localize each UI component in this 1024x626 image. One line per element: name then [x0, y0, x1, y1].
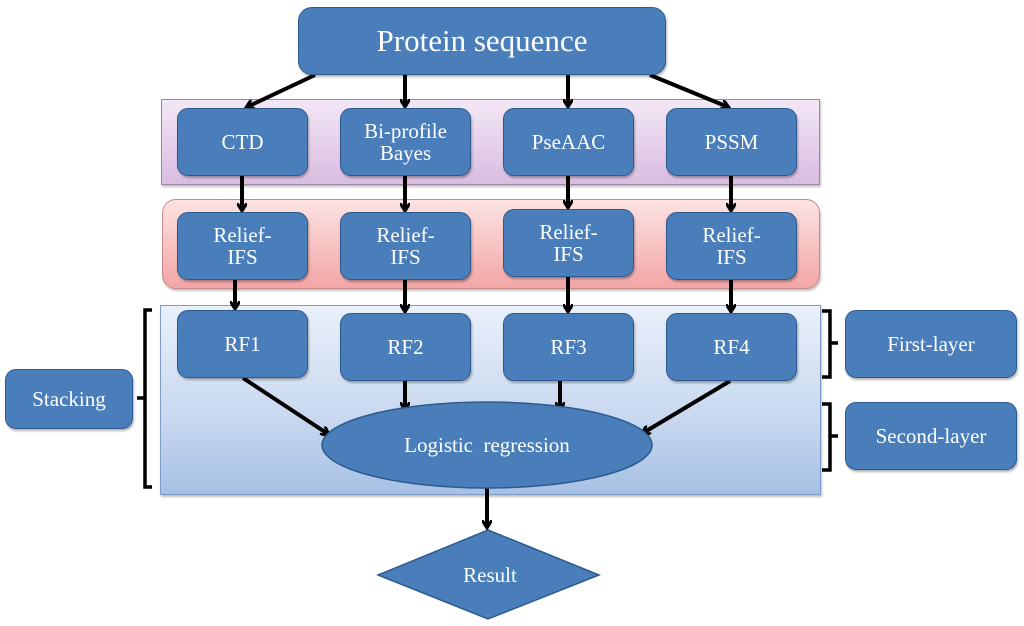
- rf2-node: RF2: [340, 313, 471, 381]
- pseaac-node: PseAAC: [503, 108, 634, 176]
- first-layer-annotation: First-layer: [845, 310, 1017, 378]
- first-layer-bracket: [822, 309, 838, 379]
- relief-ifs-label: Relief- IFS: [376, 222, 435, 269]
- rf3-label: RF3: [550, 334, 587, 359]
- arrow-rf4-to-lr: [643, 379, 732, 433]
- second-layer-annotation: Second-layer: [845, 402, 1017, 470]
- protein-sequence-label: Protein sequence: [376, 22, 588, 58]
- logistic-regression-node: Logistic regression: [321, 401, 653, 489]
- result-label: Result: [463, 563, 517, 587]
- logistic-regression-label: Logistic regression: [404, 433, 570, 457]
- ctd-label: CTD: [221, 129, 264, 154]
- relief-ifs-node-4: Relief- IFS: [666, 212, 797, 280]
- first-layer-label: First-layer: [887, 331, 975, 356]
- rf4-node: RF4: [666, 313, 797, 381]
- result-node: Result: [376, 529, 602, 620]
- arrow-protein-to-pssm: [649, 73, 728, 107]
- second-layer-bracket: [822, 402, 838, 472]
- stacking-annotation: Stacking: [5, 369, 133, 429]
- rf2-label: RF2: [387, 334, 424, 359]
- protein-sequence-node: Protein sequence: [298, 7, 666, 75]
- pssm-node: PSSM: [666, 108, 797, 176]
- relief-ifs-node-2: Relief- IFS: [340, 212, 471, 280]
- second-layer-label: Second-layer: [875, 423, 987, 448]
- rf1-node: RF1: [177, 310, 308, 378]
- relief-ifs-label: Relief- IFS: [539, 219, 598, 266]
- ctd-node: CTD: [177, 108, 308, 176]
- arrow-rf1-to-lr: [241, 376, 328, 434]
- bi-profile-bayes-label: Bi-profile Bayes: [364, 118, 447, 165]
- stacking-bracket: [137, 308, 152, 489]
- rf4-label: RF4: [713, 334, 750, 359]
- relief-ifs-label: Relief- IFS: [213, 222, 272, 269]
- rf3-node: RF3: [503, 313, 634, 381]
- bi-profile-bayes-node: Bi-profile Bayes: [340, 108, 471, 176]
- arrow-protein-to-ctd: [247, 73, 316, 107]
- stacking-label: Stacking: [32, 386, 106, 411]
- relief-ifs-node-3: Relief- IFS: [503, 209, 634, 277]
- relief-ifs-node-1: Relief- IFS: [177, 212, 308, 280]
- pseaac-label: PseAAC: [531, 129, 606, 154]
- rf1-label: RF1: [224, 331, 261, 356]
- relief-ifs-label: Relief- IFS: [702, 222, 761, 269]
- pssm-label: PSSM: [704, 129, 759, 154]
